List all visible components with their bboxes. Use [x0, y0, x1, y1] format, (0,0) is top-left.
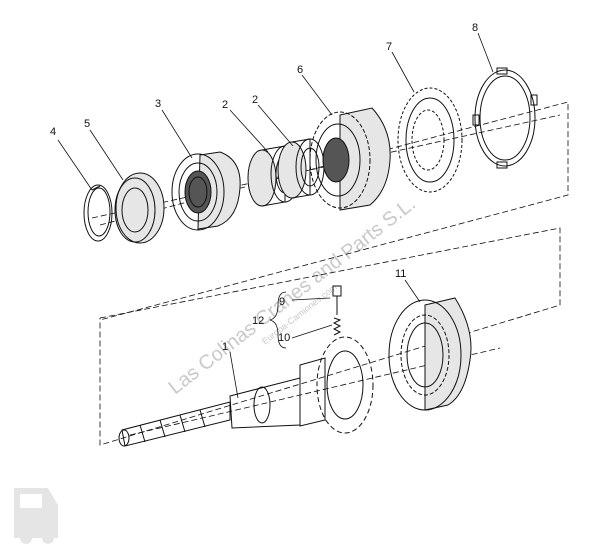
part-7-synchro-ring: [397, 87, 463, 193]
part-4-circlip: [83, 184, 113, 242]
part-6-gear: [309, 107, 391, 211]
callout-8: 8: [472, 22, 478, 34]
part-9-bolt: [332, 285, 342, 315]
callout-5: 5: [84, 118, 90, 130]
part-10-spring: [332, 317, 342, 336]
part-5-seal-ring: [114, 172, 165, 244]
callout-4: 4: [50, 126, 56, 138]
callout-2b: 2: [252, 94, 258, 106]
part-11-sliding-sleeve: [388, 297, 472, 411]
callout-3: 3: [155, 98, 161, 110]
callout-11: 11: [395, 268, 406, 280]
truck-logo-icon: [14, 488, 58, 544]
assembly-frame-lower: [99, 227, 561, 446]
callout-12: 12: [252, 315, 264, 327]
callout-1: 1: [222, 341, 228, 353]
assembly-frame-upper: [99, 101, 569, 321]
callout-6: 6: [297, 64, 303, 76]
part-3-bearing: [171, 151, 241, 231]
part-1-input-shaft: [118, 336, 374, 447]
callout-7: 7: [386, 41, 392, 53]
part-8-ring: [472, 67, 538, 169]
callout-9: 9: [279, 296, 285, 308]
callout-2a: 2: [222, 99, 228, 111]
leader-lines: [57, 32, 494, 399]
callout-10: 10: [278, 332, 290, 344]
